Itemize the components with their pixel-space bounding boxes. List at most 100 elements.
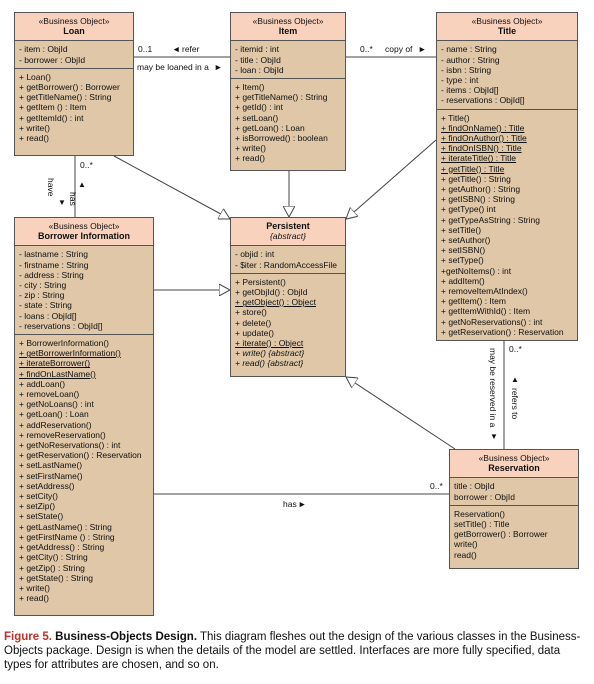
operation: + findOnAuthor() : Title	[441, 133, 527, 144]
class-title-stereotype: «Business Object»	[471, 16, 543, 26]
operation: + Persistent()	[235, 276, 286, 287]
operation: getBorrower() : Borrower	[454, 529, 548, 540]
gen-title-persistent	[346, 139, 437, 219]
operation: + Loan()	[19, 71, 51, 82]
attribute: - name : String	[441, 44, 497, 55]
class-reservation-operations: Reservation() setTitle() : Title getBorr…	[450, 506, 578, 563]
class-loan-header: «Business Object» Loan	[15, 13, 133, 42]
operation: + setType()	[441, 255, 484, 266]
class-loan-name: Loan	[63, 26, 85, 37]
class-title: «Business Object» Title - name : String …	[436, 12, 578, 341]
attribute: - loans : ObjId[]	[19, 310, 77, 321]
operation: + setAddress()	[19, 480, 75, 491]
operation: + removeLoan()	[19, 389, 80, 400]
class-title-name: Title	[497, 26, 517, 37]
gen-reservation-persistent	[346, 377, 456, 450]
operation: + setState()	[19, 511, 64, 522]
attribute: - lastname : String	[19, 249, 88, 260]
operation: + write()	[235, 143, 266, 154]
arrow-down-icon: ▼	[490, 432, 498, 441]
operation: + setLoan()	[235, 112, 279, 123]
operation: + delete()	[235, 317, 272, 328]
class-borrower-information: «Business Object» Borrower Information -…	[14, 217, 154, 616]
operation: + setZip()	[19, 501, 56, 512]
class-persistent-abstract: {abstract}	[270, 231, 306, 242]
connector-lines	[74, 56, 505, 495]
operation: + setLastName()	[19, 460, 83, 471]
operation: + getBorrowerInformation()	[19, 348, 121, 359]
operation: + removeItemAtIndex()	[441, 286, 528, 297]
attribute: - city : String	[19, 280, 67, 291]
operation: + iterateBorrower()	[19, 358, 91, 369]
figure-title: Business-Objects Design.	[55, 631, 198, 643]
arrow-left-icon: ◄	[172, 44, 181, 54]
operation: + getTitleName() : String	[235, 92, 328, 103]
class-loan-stereotype: «Business Object»	[38, 16, 110, 26]
attribute: - reservations : ObjId[]	[19, 320, 103, 331]
operation: + getAddress() : String	[19, 542, 105, 553]
operation: + getItemId() : int	[19, 112, 84, 123]
operation: + getFirstName () : String	[19, 531, 115, 542]
operation: +getNoItems() : int	[441, 265, 512, 276]
attribute: - state : String	[19, 300, 72, 311]
attribute: - address : String	[19, 269, 84, 280]
label-may-be-loaned: may be loaned in a	[137, 62, 209, 72]
operation: + setCity()	[19, 491, 58, 502]
operation: + removeReservation()	[19, 429, 106, 440]
class-persistent-name: Persistent	[266, 221, 310, 231]
operation: + findOnName() : Title	[441, 122, 525, 133]
class-borrower-name: Borrower Information	[37, 231, 130, 242]
mult-title-reservation: 0..*	[509, 344, 522, 354]
attribute: - objid : int	[235, 249, 275, 260]
figure-number: Figure 5.	[4, 631, 52, 643]
label-have: have	[46, 178, 56, 197]
class-borrower-stereotype: «Business Object»	[48, 221, 120, 231]
attribute: - reservations : ObjId[]	[441, 95, 525, 106]
class-item-stereotype: «Business Object»	[252, 16, 324, 26]
class-reservation-attributes: title : ObjId borrower : ObjId	[450, 478, 578, 506]
operation: + read()	[19, 133, 49, 144]
operation: + write() {abstract}	[235, 348, 305, 359]
operation: + getNoReservations() : int	[19, 440, 121, 451]
attribute: title : ObjId	[454, 481, 495, 492]
mult-borrower-reservation: 0..*	[430, 481, 443, 491]
class-persistent: Persistent {abstract} - objid : int - $i…	[230, 217, 346, 377]
class-title-operations: + Title() + findOnName() : Title + findO…	[437, 110, 577, 340]
mult-item-title: 0..*	[360, 44, 373, 54]
operation: + BorrowerInformation()	[19, 338, 109, 349]
attribute: - firstname : String	[19, 259, 89, 270]
class-item: «Business Object» Item - itemid : int - …	[230, 12, 346, 171]
operation: + findOnLastName()	[19, 368, 96, 379]
arrow-up-icon: ▲	[78, 180, 86, 189]
operation: + getObjId() : ObjId	[235, 287, 308, 298]
operation: + iterate() : Object	[235, 338, 304, 349]
operation: + findOnISBN() : Title	[441, 143, 522, 154]
figure-caption: Figure 5. Business-Objects Design. This …	[4, 630, 590, 672]
class-borrower-operations: + BorrowerInformation() + getBorrowerInf…	[15, 335, 153, 606]
operation: + getLoan() : Loan	[235, 122, 305, 133]
arrow-up-icon: ▲	[511, 375, 519, 384]
operation: + iterateTitle() : Title	[441, 153, 517, 164]
operation: + getTitle() : Title	[441, 163, 505, 174]
attribute: - isbn : String	[441, 64, 492, 75]
operation: + getState() : String	[19, 572, 93, 583]
class-borrower-attributes: - lastname : String - firstname : String…	[15, 246, 153, 336]
class-item-name: Item	[278, 26, 298, 37]
class-reservation-name: Reservation	[488, 463, 540, 474]
operation: + getZip() : String	[19, 562, 85, 573]
operation: + setTitle()	[441, 224, 482, 235]
class-reservation-stereotype: «Business Object»	[478, 453, 550, 463]
operation: + read()	[235, 153, 265, 164]
operation: + getTitleName() : String	[19, 92, 112, 103]
operation: + getAuthor() : String	[441, 184, 521, 195]
class-persistent-attributes: - objid : int - $iter : RandomAccessFile	[231, 246, 345, 274]
operation: + update()	[235, 327, 274, 338]
operation: + getItemWithId() : Item	[441, 306, 531, 317]
operation: + getReservation() : Reservation	[441, 326, 564, 337]
attribute: - itemid : int	[235, 44, 279, 55]
operation: write()	[454, 539, 478, 550]
attribute: - $iter : RandomAccessFile	[235, 259, 338, 270]
operation: + setAuthor()	[441, 235, 491, 246]
mult-loan-item: 0..1	[138, 44, 153, 54]
operation: + getTypeAsString : String	[441, 214, 540, 225]
